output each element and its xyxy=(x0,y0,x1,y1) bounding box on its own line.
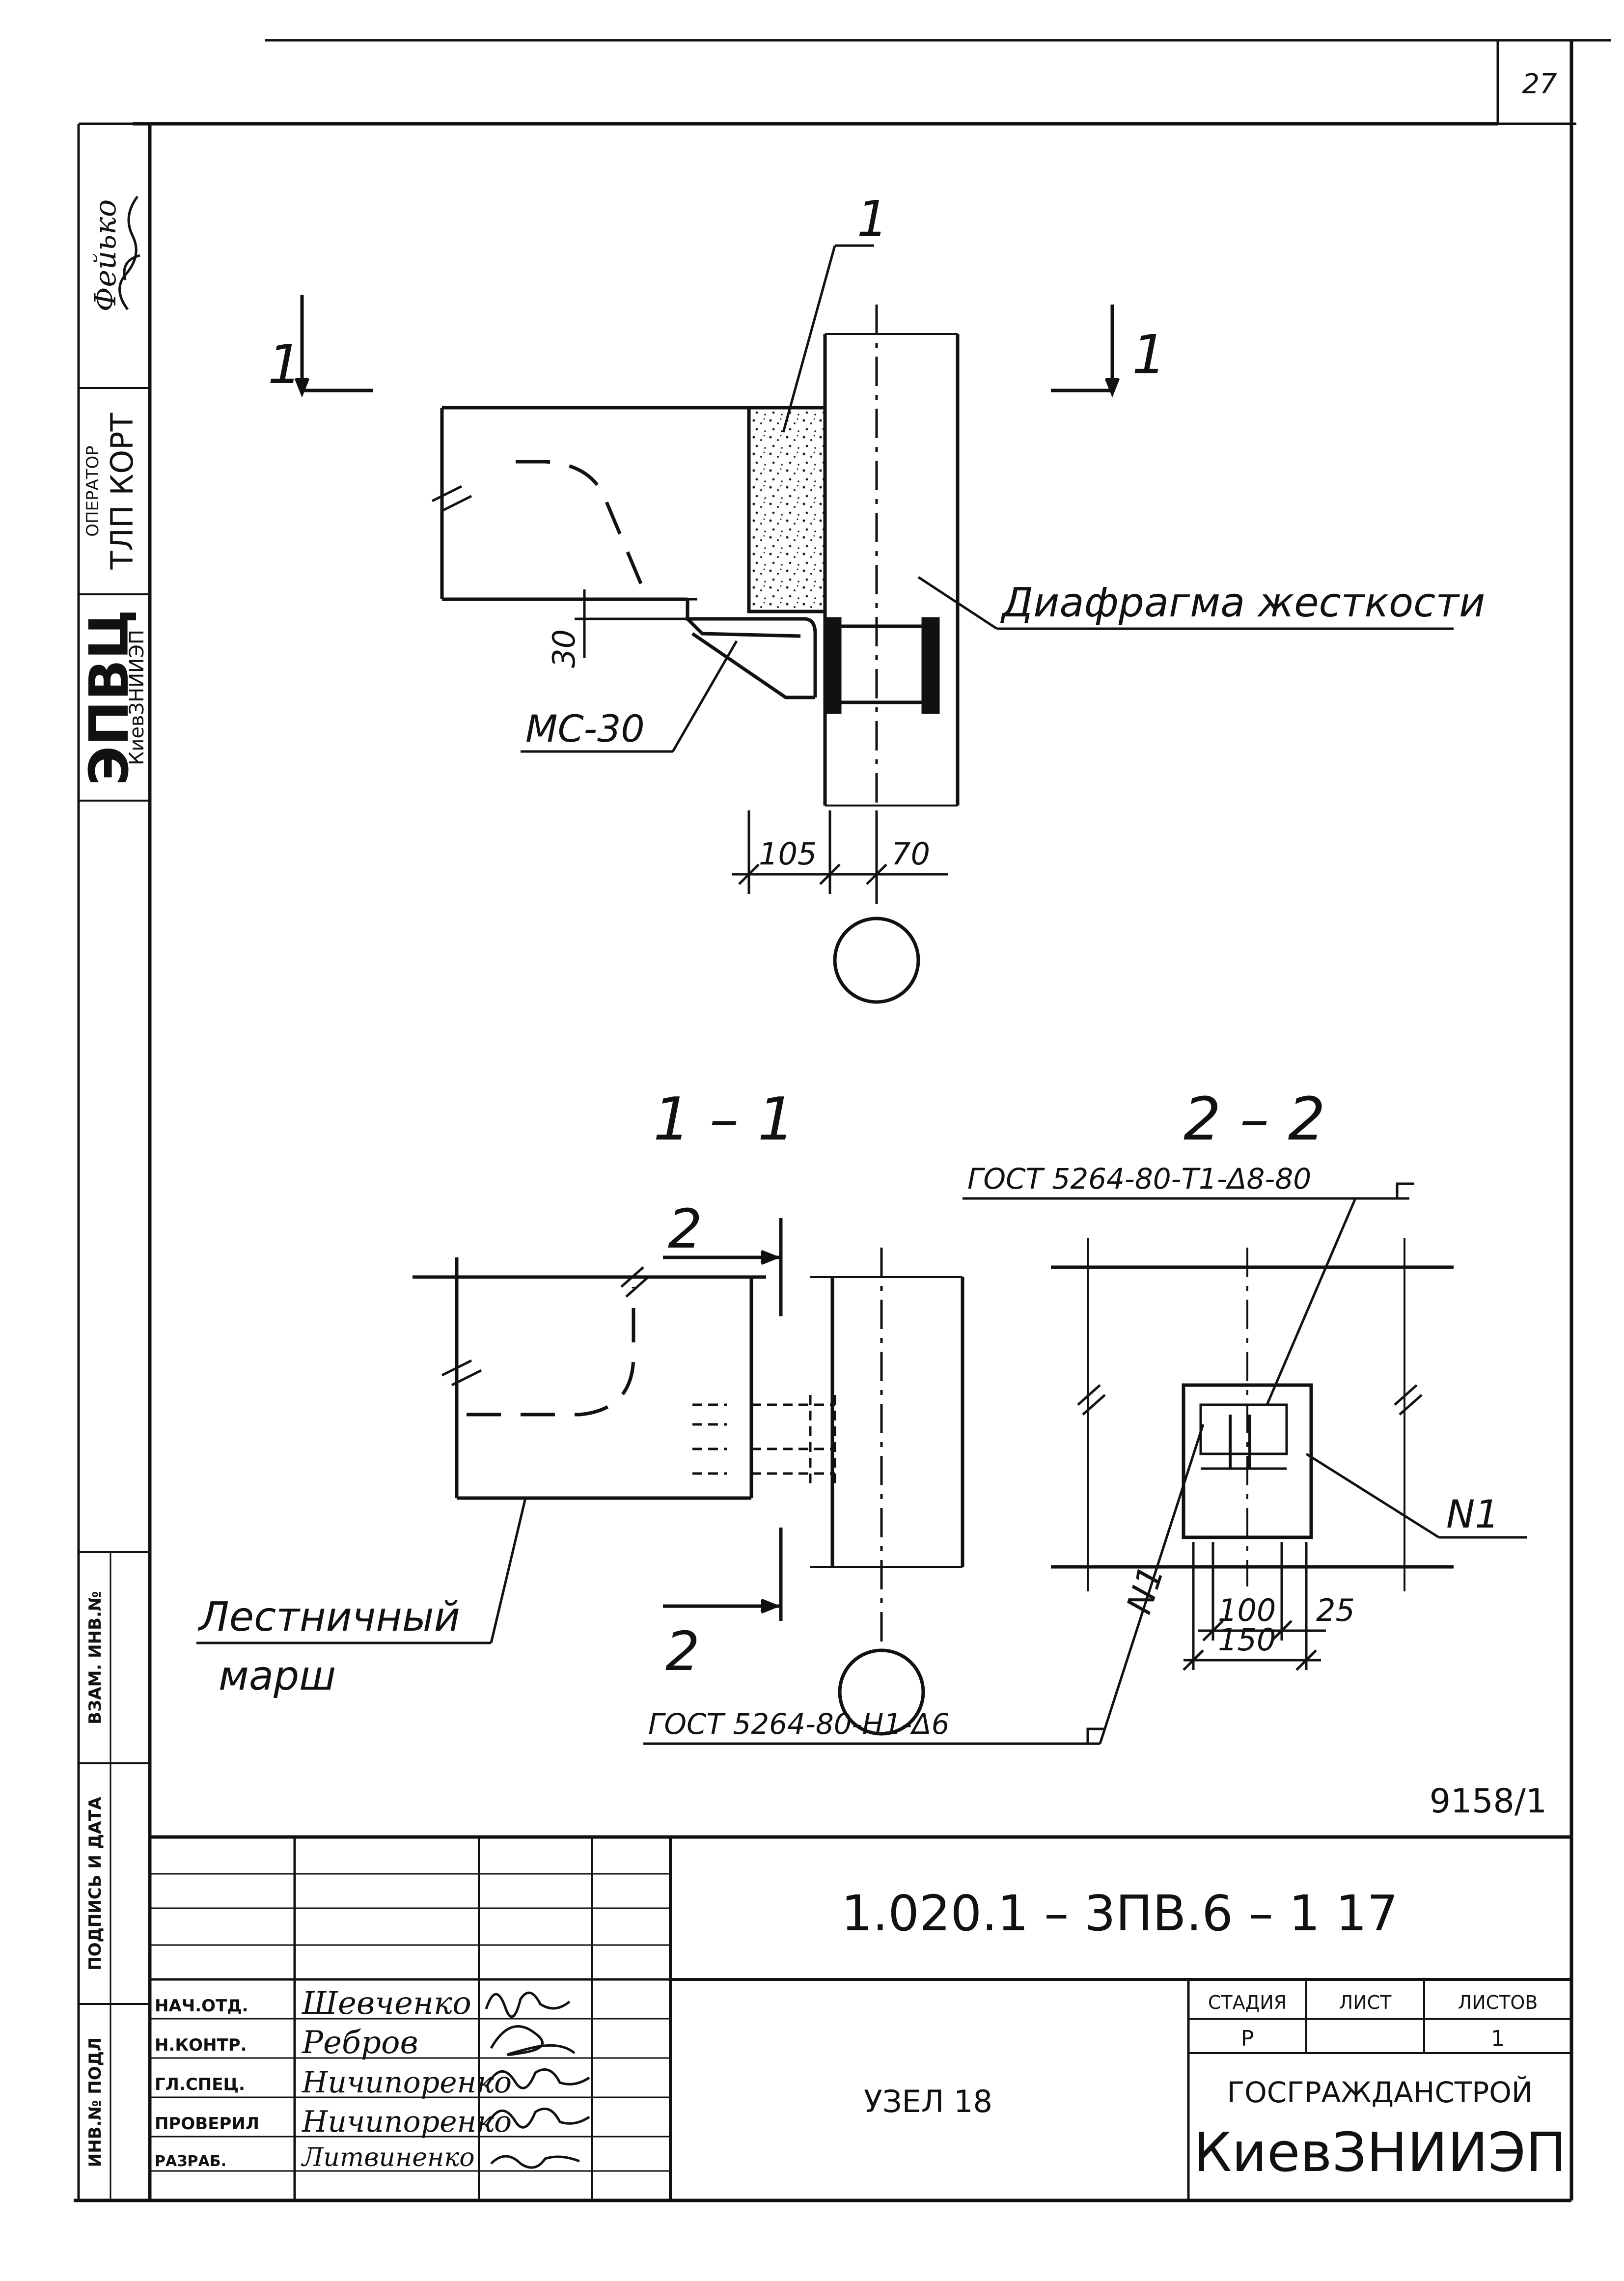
field-vzam-inv: ВЗАМ. ИНВ.№ xyxy=(85,1591,105,1725)
sig-name-1: Шевченко xyxy=(302,1985,471,2022)
axis-bubble-top xyxy=(833,917,920,1004)
dim-70-label: 70 xyxy=(891,836,930,872)
section-left-label: 1 xyxy=(268,333,302,396)
leader-1-label: 1 xyxy=(857,190,888,248)
sheet-frame xyxy=(74,39,1611,2202)
weld-callout-bottom xyxy=(643,1424,1205,1745)
section-1-1-title: 1 – 1 xyxy=(653,1085,795,1154)
dim-105-70 xyxy=(732,810,948,894)
cut-top-label: 2 xyxy=(668,1197,702,1260)
section-2-2: 2 – 2 ГОСТ 5264-80-Т1-Δ8-80 xyxy=(643,1085,1527,1745)
sig-name-4: Ничипоренко xyxy=(302,2105,512,2139)
col-sheets: ЛИСТОВ xyxy=(1458,1992,1538,2013)
operator-name: Фейько xyxy=(88,199,123,312)
cut-marker-top xyxy=(663,1218,783,1316)
stair-label-line2: марш xyxy=(219,1653,336,1699)
org-line1: ГОСГРАЖДАНСТРОЙ xyxy=(1227,2075,1533,2109)
designation: 1.020.1 – 3ПВ.6 – 1 17 xyxy=(841,1885,1398,1942)
field-podpis-data: ПОДПИСЬ И ДАТА xyxy=(85,1796,105,1970)
dim-100-label: 100 xyxy=(1218,1592,1276,1628)
col-stage: СТАДИЯ xyxy=(1208,1992,1287,2013)
operator-label: ОПЕРАТОР xyxy=(83,445,103,537)
dim-30 xyxy=(575,589,697,658)
sig-role-5: РАЗРАБ. xyxy=(155,2153,226,2170)
cut-marker-bottom xyxy=(663,1528,783,1621)
n1-right-leader xyxy=(1305,1452,1527,1539)
sig-role-4: ПРОВЕРИЛ xyxy=(155,2114,259,2134)
section-1-1: 1 – 1 xyxy=(196,1085,964,1736)
section-2-2-title: 2 – 2 xyxy=(1184,1085,1325,1154)
stamp-sub: КиевЗНИИЭП xyxy=(126,630,148,765)
mortar-infill xyxy=(747,406,827,613)
weld-top-label: ГОСТ 5264-80-Т1-Δ8-80 xyxy=(967,1162,1311,1196)
stamp-main: ЭПВЦ xyxy=(78,610,140,786)
axis-bubble-bottom xyxy=(838,1648,925,1736)
stair-label-line1: Лестничный xyxy=(197,1594,460,1641)
dim-25-label: 25 xyxy=(1316,1592,1355,1628)
stage-value: Р xyxy=(1241,2026,1254,2051)
weld-callout-top xyxy=(963,1182,1414,1405)
hidden-plates xyxy=(692,1395,836,1483)
mortar-leader xyxy=(521,640,738,753)
sig-name-5: Литвиненко xyxy=(301,2143,475,2172)
sig-role-3: ГЛ.СПЕЦ. xyxy=(155,2075,245,2094)
sig-role-1: НАЧ.ОТД. xyxy=(155,1996,248,2016)
signature-scribbles-icon xyxy=(485,1991,590,2169)
sig-name-2: Ребров xyxy=(302,2025,418,2061)
weld-bottom-label: ГОСТ 5264-80-Н1-Δ6 xyxy=(648,1707,950,1741)
cut-bottom-label: 2 xyxy=(665,1620,700,1683)
section-marker-left xyxy=(294,295,373,398)
operator-signature-icon xyxy=(118,195,140,310)
stiffening-diaphragm xyxy=(823,305,960,904)
diaphragm-leader xyxy=(917,576,1454,630)
title-block xyxy=(150,1835,1571,2200)
section-marker-right xyxy=(1051,305,1120,398)
diaphragm-label: Диафрагма жесткости xyxy=(1000,580,1485,626)
wall-section xyxy=(810,1248,964,1650)
sig-role-2: Н.КОНТР. xyxy=(155,2035,247,2055)
leader-1 xyxy=(782,244,874,433)
field-inv-podl: ИНВ.№ ПОДЛ xyxy=(85,2037,105,2167)
dim-30-label: 30 xyxy=(546,629,582,668)
mortar-label: МС-30 xyxy=(525,707,645,751)
section-right-label: 1 xyxy=(1132,323,1166,386)
dims-plate xyxy=(1183,1542,1326,1671)
stair-flight-section xyxy=(413,1257,766,1500)
left-strip: Фейько ОПЕРАТОР ТЛП КОРТ ЭПВЦ КиевЗНИИЭП… xyxy=(78,195,148,2167)
sig-name-3: Ничипоренко xyxy=(302,2065,512,2100)
signature-rows: НАЧ.ОТД. Шевченко Н.КОНТР. Ребров ГЛ.СПЕ… xyxy=(155,1985,512,2172)
stair-flight-plan xyxy=(431,406,749,601)
archive-number: 9158/1 xyxy=(1430,1782,1547,1821)
sheets-value: 1 xyxy=(1491,2026,1505,2051)
org-line2: КиевЗНИИЭП xyxy=(1193,2121,1566,2184)
operator-value: ТЛП КОРТ xyxy=(104,412,140,570)
embedded-plate xyxy=(1182,1383,1313,1539)
plan-detail: 1 1 xyxy=(268,190,1485,1004)
n1-left-label: N1 xyxy=(1119,1561,1172,1619)
dim-105-label: 105 xyxy=(759,836,817,872)
col-sheet: ЛИСТ xyxy=(1339,1992,1392,2013)
support-bracket xyxy=(686,599,940,714)
sheet-number: 27 xyxy=(1522,68,1557,100)
n1-right-label: N1 xyxy=(1446,1493,1499,1537)
wall-elevation xyxy=(1051,1238,1454,1591)
stair-label-leader xyxy=(196,1498,527,1644)
dim-150-label: 150 xyxy=(1218,1622,1276,1658)
sheet-title: УЗЕЛ 18 xyxy=(864,2084,992,2119)
